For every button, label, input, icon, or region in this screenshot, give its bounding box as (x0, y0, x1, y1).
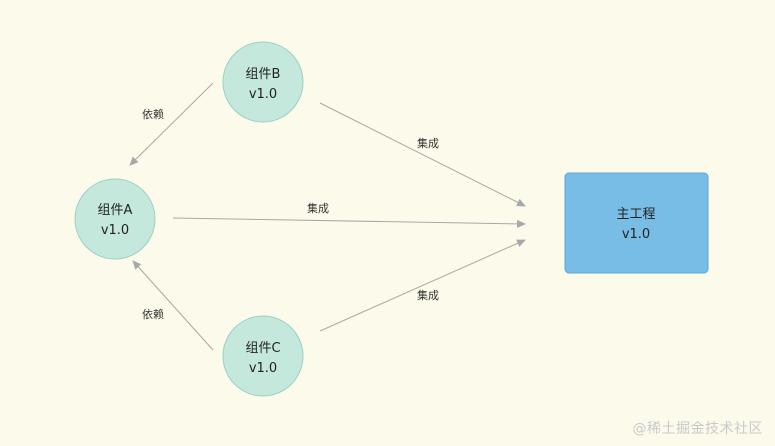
main-project-box (564, 172, 709, 274)
edge-label-c-to-a: 依赖 (142, 308, 164, 321)
edge-c-to-main (319, 239, 526, 332)
edge-label-b-to-main: 集成 (417, 136, 439, 150)
component-c-node: 组件C v1.0 (222, 315, 304, 397)
component-b-version: v1.0 (249, 87, 277, 102)
component-a-version: v1.0 (101, 223, 129, 238)
component-b-node: 组件B v1.0 (222, 41, 304, 123)
component-a-name: 组件A (98, 203, 133, 218)
main-project-node: 主工程 v1.0 (564, 172, 709, 274)
component-a-node: 组件A v1.0 (74, 178, 156, 260)
component-b-circle (222, 41, 304, 123)
component-c-circle (222, 315, 304, 397)
edge-label-c-to-main: 集成 (417, 288, 439, 302)
edge-b-to-main (319, 102, 526, 207)
main-project-version: v1.0 (622, 227, 650, 242)
component-b-name: 组件B (246, 67, 281, 82)
edge-a-to-main (172, 217, 526, 228)
edge-c-to-a (132, 260, 214, 351)
edge-b-to-a (129, 82, 214, 166)
main-project-name: 主工程 (616, 207, 655, 222)
edge-label-b-to-a: 依赖 (142, 108, 164, 121)
component-c-name: 组件C (245, 341, 280, 356)
component-c-version: v1.0 (249, 361, 277, 376)
edge-label-a-to-main: 集成 (307, 201, 329, 215)
component-a-circle (74, 178, 156, 260)
watermark: @稀土掘金技术社区 (632, 421, 763, 437)
